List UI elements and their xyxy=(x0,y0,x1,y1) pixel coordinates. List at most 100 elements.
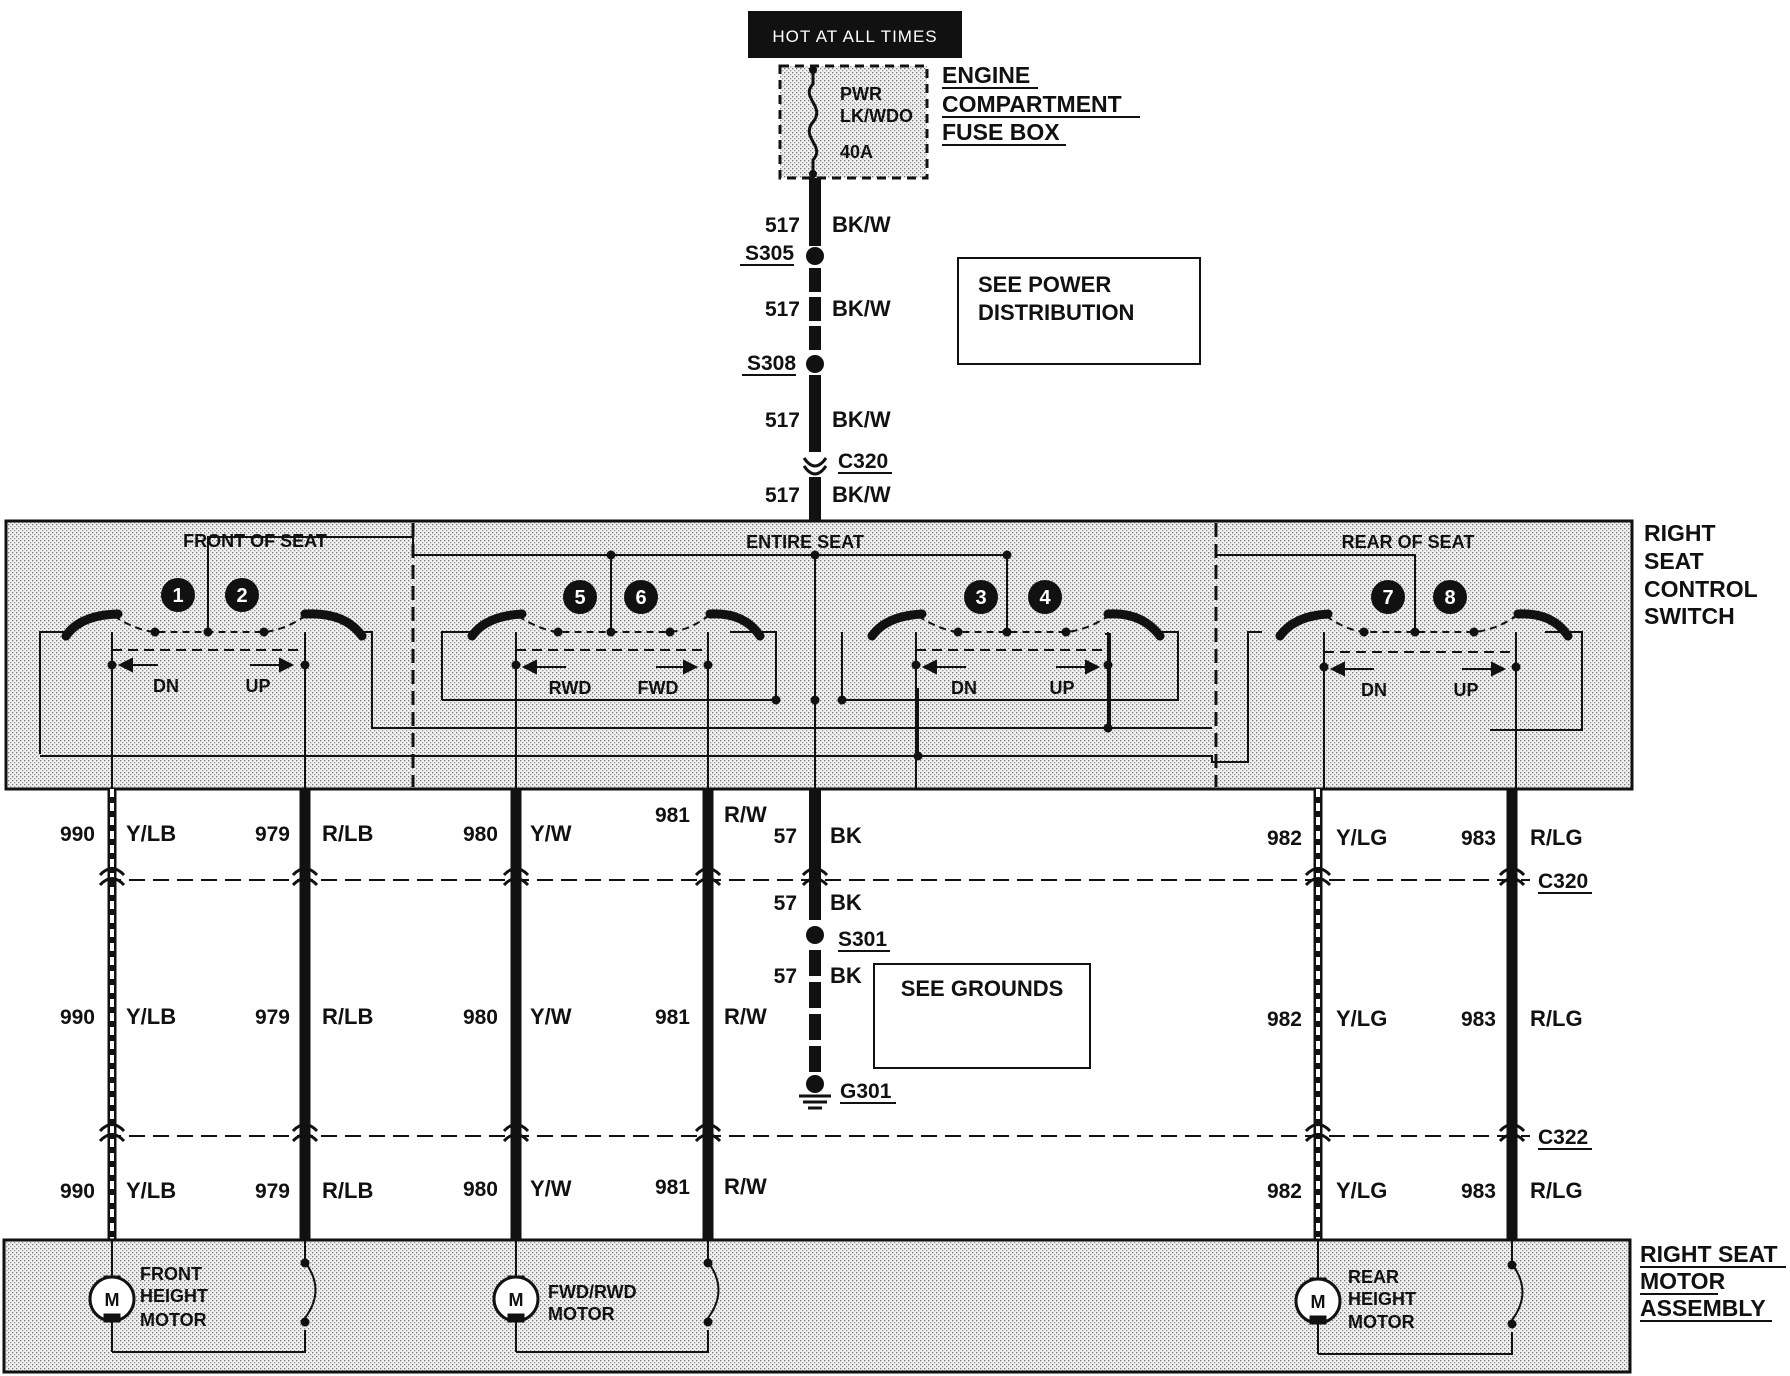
contact-marker-5: 5 xyxy=(563,580,597,614)
contact-marker-8: 8 xyxy=(1433,580,1467,614)
svg-text:1: 1 xyxy=(172,585,183,607)
splice-s308-dot xyxy=(806,355,824,373)
fuse-terminal-top xyxy=(809,66,817,74)
section-entire-seat: ENTIRE SEAT xyxy=(746,532,864,552)
see-power-distribution-line2: DISTRIBUTION xyxy=(978,300,1134,325)
front-motor-label-1: FRONT xyxy=(140,1264,202,1284)
splice-s301-label: S301 xyxy=(838,928,887,951)
contact-marker-4: 4 xyxy=(1028,580,1062,614)
front-motor-label-3: MOTOR xyxy=(140,1310,207,1330)
motor-assembly-title-3: ASSEMBLY xyxy=(1640,1295,1766,1321)
fusebox-title-2: COMPARTMENT xyxy=(942,91,1122,117)
fuse-label-amps: 40A xyxy=(840,142,873,162)
wire-57-color-2: BK xyxy=(830,890,862,915)
wire-982-color-1: Y/LG xyxy=(1336,825,1387,850)
rear-motor-label-2: HEIGHT xyxy=(1348,1289,1416,1309)
fusebox-title-1: ENGINE xyxy=(942,62,1030,88)
wire-980-color-3: Y/W xyxy=(530,1176,572,1201)
ground-g301-label: G301 xyxy=(840,1080,892,1103)
wire-983-num-3: 983 xyxy=(1461,1180,1496,1203)
fwd-motor-label-2: MOTOR xyxy=(548,1304,615,1324)
wire-57-color-3: BK xyxy=(830,963,862,988)
switch-title-2: SEAT xyxy=(1644,548,1704,574)
wire-982-num-1: 982 xyxy=(1267,827,1302,850)
contact-marker-3: 3 xyxy=(964,580,998,614)
feed-circuit-4: 517 xyxy=(765,484,800,507)
splice-s305-label: S305 xyxy=(745,242,794,265)
label-up-entire: UP xyxy=(1049,678,1074,698)
wire-57-color-1: BK xyxy=(830,823,862,848)
wire-979-color-1: R/LB xyxy=(322,821,373,846)
wire-979-num-3: 979 xyxy=(255,1180,290,1203)
wire-979-color-3: R/LB xyxy=(322,1178,373,1203)
feed-circuit-1: 517 xyxy=(765,214,800,237)
motor-assembly-title-2: MOTOR xyxy=(1640,1268,1726,1294)
ground-symbol xyxy=(799,1075,831,1110)
wire-979-num-1: 979 xyxy=(255,823,290,846)
wire-981-num-3: 981 xyxy=(655,1176,690,1199)
contact-marker-7: 7 xyxy=(1371,580,1405,614)
fuse-box-outline xyxy=(778,64,929,180)
wire-980-color-2: Y/W xyxy=(530,1004,572,1029)
front-motor-m-symbol: M xyxy=(105,1290,120,1310)
wire-983-color-1: R/LG xyxy=(1530,825,1583,850)
front-motor-label-2: HEIGHT xyxy=(140,1286,208,1306)
wire-980-num-1: 980 xyxy=(463,823,498,846)
wire-57-num-2: 57 xyxy=(774,892,797,915)
feed-color-1: BK/W xyxy=(832,212,891,237)
see-grounds-label: SEE GROUNDS xyxy=(901,976,1064,1001)
wire-990-color-3: Y/LB xyxy=(126,1178,176,1203)
connector-pin-symbols xyxy=(98,867,1526,1143)
feed-color-3: BK/W xyxy=(832,407,891,432)
contact-marker-2: 2 xyxy=(225,578,259,612)
wire-982-color-3: Y/LG xyxy=(1336,1178,1387,1203)
wire-990-num-2: 990 xyxy=(60,1006,95,1029)
wire-983-num-2: 983 xyxy=(1461,1008,1496,1031)
wire-980-num-2: 980 xyxy=(463,1006,498,1029)
label-up-rear: UP xyxy=(1453,680,1478,700)
wire-979-color-2: R/LB xyxy=(322,1004,373,1029)
contact-marker-6: 6 xyxy=(624,580,658,614)
wire-983-color-3: R/LG xyxy=(1530,1178,1583,1203)
see-power-distribution-box xyxy=(957,257,1201,365)
label-dn-front: DN xyxy=(153,676,179,696)
section-front-of-seat: FRONT OF SEAT xyxy=(183,531,327,551)
wire-979-num-2: 979 xyxy=(255,1006,290,1029)
fuse-label-pwr: PWR xyxy=(840,84,882,104)
wire-980-color-1: Y/W xyxy=(530,821,572,846)
wire-981-color-1: R/W xyxy=(724,802,767,827)
svg-text:5: 5 xyxy=(574,587,585,609)
see-grounds-box xyxy=(873,963,1091,1069)
feed-color-2: BK/W xyxy=(832,296,891,321)
wire-990-num-3: 990 xyxy=(60,1180,95,1203)
section-rear-of-seat: REAR OF SEAT xyxy=(1342,532,1475,552)
see-power-distribution-line1: SEE POWER xyxy=(978,272,1111,297)
switch-title-3: CONTROL xyxy=(1644,576,1758,602)
seat-control-switch-body xyxy=(4,519,1634,791)
label-up-front: UP xyxy=(245,676,270,696)
switch-title-1: RIGHT xyxy=(1644,520,1716,546)
fuse-label-lkwdo: LK/WDO xyxy=(840,106,913,126)
fwd-rwd-motor xyxy=(492,1240,720,1353)
wire-982-color-2: Y/LG xyxy=(1336,1006,1387,1031)
wire-990-num-1: 990 xyxy=(60,823,95,846)
label-fwd: FWD xyxy=(638,678,679,698)
label-rwd: RWD xyxy=(549,678,592,698)
fwd-motor-m-symbol: M xyxy=(509,1290,524,1310)
switch-output-leads xyxy=(111,632,1517,789)
rear-motor-label-1: REAR xyxy=(1348,1267,1399,1287)
wire-981-color-3: R/W xyxy=(724,1174,767,1199)
fuse-symbol xyxy=(807,66,819,178)
contact-marker-1: 1 xyxy=(161,578,195,612)
feed-connector-c320-label: C320 xyxy=(838,450,888,473)
switch-contacts xyxy=(61,609,1573,653)
wire-980-num-3: 980 xyxy=(463,1178,498,1201)
wire-57-num-1: 57 xyxy=(774,825,797,848)
wire-57-num-3: 57 xyxy=(774,965,797,988)
motor-assembly-title-1: RIGHT SEAT xyxy=(1640,1241,1778,1267)
switch-title-4: SWITCH xyxy=(1644,603,1735,629)
wire-981-color-2: R/W xyxy=(724,1004,767,1029)
rear-motor-m-symbol: M xyxy=(1311,1292,1326,1312)
label-dn-entire: DN xyxy=(951,678,977,698)
